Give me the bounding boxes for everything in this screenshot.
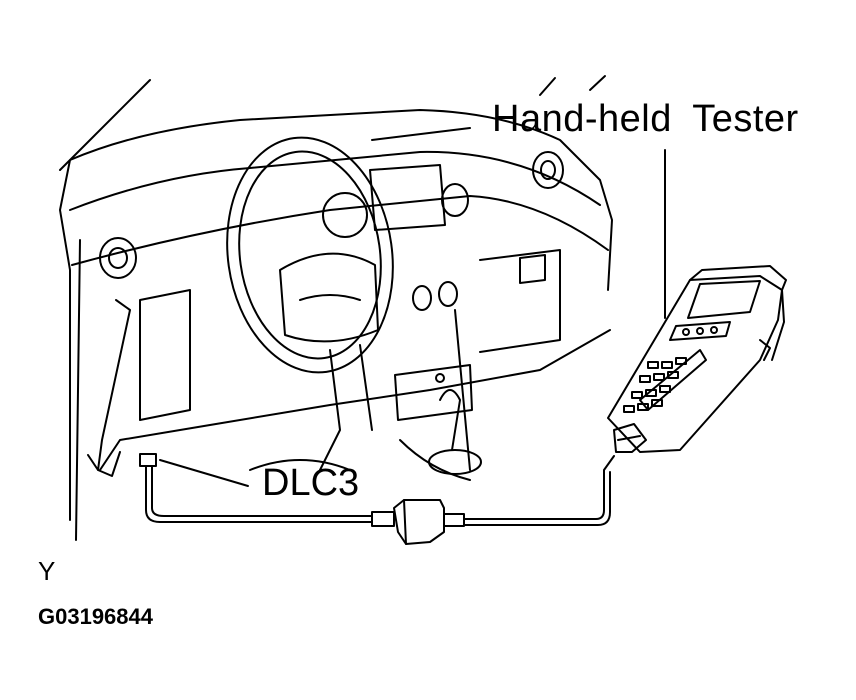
- door-pillar: [76, 240, 130, 540]
- tester-label: Hand-held Tester: [492, 98, 799, 140]
- center-console: [250, 310, 481, 480]
- steering-wheel: [212, 127, 407, 470]
- figure-code-label: G03196844: [38, 604, 153, 629]
- dlc3-label: DLC3: [262, 462, 360, 504]
- dlc3-leader: [160, 460, 248, 486]
- tester-cable: [464, 456, 614, 525]
- cable-adapter: [372, 500, 464, 544]
- dlc3-cable: [140, 454, 372, 522]
- dashboard: [60, 76, 612, 520]
- hand-held-tester: [608, 266, 786, 452]
- view-marker-label: Y: [38, 556, 56, 586]
